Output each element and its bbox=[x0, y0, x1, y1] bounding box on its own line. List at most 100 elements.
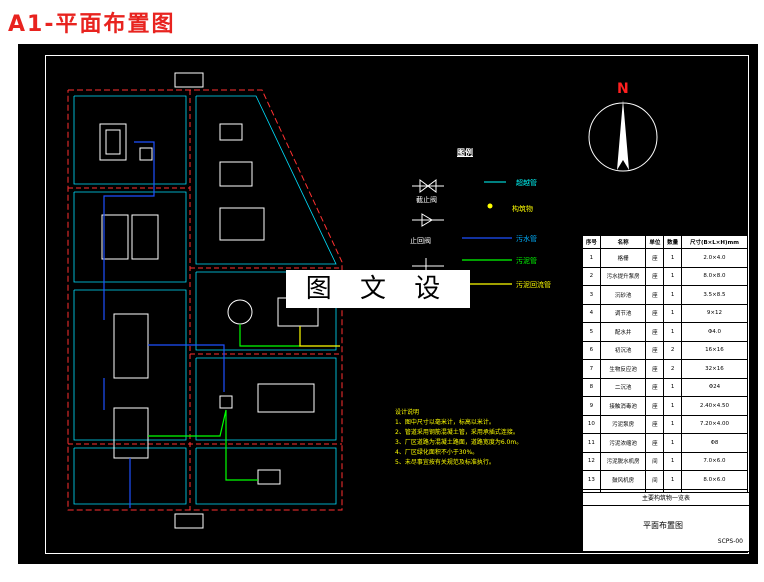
table-cell: 1 bbox=[663, 285, 682, 305]
table-cell: 调节池 bbox=[599, 303, 647, 323]
site-boundary bbox=[67, 89, 343, 511]
table-cell: 1 bbox=[663, 396, 682, 416]
table-cell: 接触消毒池 bbox=[599, 396, 647, 416]
table-cell: 3 bbox=[582, 285, 601, 305]
table-cell: 座 bbox=[645, 248, 665, 268]
title-block: 主要构筑物一览表 平面布置图 SCPS-00 bbox=[582, 492, 750, 552]
legend-label-sludge-pipe: 污泥管 bbox=[516, 257, 537, 265]
table-cell: 格栅 bbox=[599, 248, 647, 268]
table-cell: 1 bbox=[663, 414, 682, 434]
table-cell: 污泥脱水机房 bbox=[599, 451, 647, 471]
notes-line: 2、管道采用钢筋混凝土管，采用承插式连接。 bbox=[395, 429, 519, 436]
legend-label-check-valve: 止回阀 bbox=[410, 237, 431, 245]
table-cell: 8.0×6.0 bbox=[680, 470, 749, 490]
table-cell: 座 bbox=[645, 433, 665, 453]
table-cell: 座 bbox=[645, 414, 665, 434]
table-cell: 座 bbox=[645, 396, 665, 416]
legend-symbols bbox=[412, 179, 444, 274]
table-cell: 1 bbox=[663, 266, 682, 286]
table-cell: 11 bbox=[582, 433, 601, 453]
table-cell: 9 bbox=[582, 396, 601, 416]
table-caption: 主要构筑物一览表 bbox=[583, 493, 749, 506]
table-cell: Φ8 bbox=[680, 433, 749, 453]
table-header: 单位 bbox=[645, 235, 665, 249]
structures bbox=[99, 123, 319, 485]
table-cell: 2 bbox=[663, 359, 682, 379]
drawing-name: 平面布置图 bbox=[643, 521, 683, 530]
table-cell: 间 bbox=[645, 451, 665, 471]
table-cell: 座 bbox=[645, 340, 665, 360]
table-cell: 2 bbox=[663, 340, 682, 360]
table-header-row: 序号 名称 单位 数量 尺寸(B×L×H)mm bbox=[582, 235, 749, 249]
table-cell: 1 bbox=[663, 433, 682, 453]
legend-label-bypass: 超越管 bbox=[516, 179, 537, 187]
table-cell: Φ24 bbox=[680, 377, 749, 397]
table-cell: 1 bbox=[582, 248, 601, 268]
table-cell: 1 bbox=[663, 303, 682, 323]
table-cell: 32×16 bbox=[680, 359, 749, 379]
table-cell: 二沉池 bbox=[599, 377, 647, 397]
table-cell: 生物反应池 bbox=[599, 359, 647, 379]
table-header: 序号 bbox=[582, 235, 601, 249]
table-cell: 座 bbox=[645, 322, 665, 342]
notes-line: 4、厂区绿化面积不小于30%。 bbox=[395, 449, 479, 456]
table-cell: 2 bbox=[582, 266, 601, 286]
table-cell: 5 bbox=[582, 322, 601, 342]
table-cell: 1 bbox=[663, 470, 682, 490]
notes-title: 设计说明 bbox=[395, 409, 420, 416]
road-network bbox=[73, 95, 337, 505]
north-arrow bbox=[617, 100, 629, 170]
table-header: 名称 bbox=[599, 235, 647, 249]
table-cell: 2.40×4.50 bbox=[680, 396, 749, 416]
table-cell: 座 bbox=[645, 377, 665, 397]
table-cell: 1 bbox=[663, 377, 682, 397]
table-cell: 配水井 bbox=[599, 322, 647, 342]
table-cell: 1 bbox=[663, 322, 682, 342]
legend-label-structure: 构筑物 bbox=[512, 205, 533, 213]
table-cell: 10 bbox=[582, 414, 601, 434]
table-cell: 1 bbox=[663, 248, 682, 268]
table-cell: 7.0×6.0 bbox=[680, 451, 749, 471]
table-cell: 鼓风机房 bbox=[599, 470, 647, 490]
table-cell: 污泥浓缩池 bbox=[599, 433, 647, 453]
drawing-border bbox=[45, 55, 749, 554]
table-cell: 7 bbox=[582, 359, 601, 379]
table-cell: 9×12 bbox=[680, 303, 749, 323]
legend-label-return-pipe: 污泥回流管 bbox=[516, 281, 551, 289]
table-cell: 7.20×4.00 bbox=[680, 414, 749, 434]
internal-roads bbox=[68, 90, 342, 510]
table-cell: 座 bbox=[645, 303, 665, 323]
table-cell: 初沉池 bbox=[599, 340, 647, 360]
table-cell: 污水提升泵房 bbox=[599, 266, 647, 286]
table-cell: 4 bbox=[582, 303, 601, 323]
table-header: 数量 bbox=[663, 235, 682, 249]
notes-line: 1、图中尺寸以毫米计，标高以米计。 bbox=[395, 419, 495, 426]
legend-label-sewage-pipe: 污水管 bbox=[516, 235, 537, 243]
page-title: A1-平面布置图 bbox=[8, 12, 176, 37]
watermark: 图 文 设 计 bbox=[286, 270, 470, 342]
drawing-code: SCPS-00 bbox=[717, 538, 743, 545]
north-label: N bbox=[617, 81, 629, 97]
legend-label-gate-valve: 截止阀 bbox=[416, 196, 437, 204]
south-gate bbox=[174, 513, 204, 529]
table-cell: 2.0×4.0 bbox=[680, 248, 749, 268]
table-cell: 污泥泵房 bbox=[599, 414, 647, 434]
table-cell: 座 bbox=[645, 266, 665, 286]
table-cell: 12 bbox=[582, 451, 601, 471]
notes-line: 3、厂区道路为混凝土路面，道路宽度为6.0m。 bbox=[395, 439, 523, 446]
table-cell: 座 bbox=[645, 359, 665, 379]
table-cell: 1 bbox=[663, 451, 682, 471]
table-cell: 8 bbox=[582, 377, 601, 397]
